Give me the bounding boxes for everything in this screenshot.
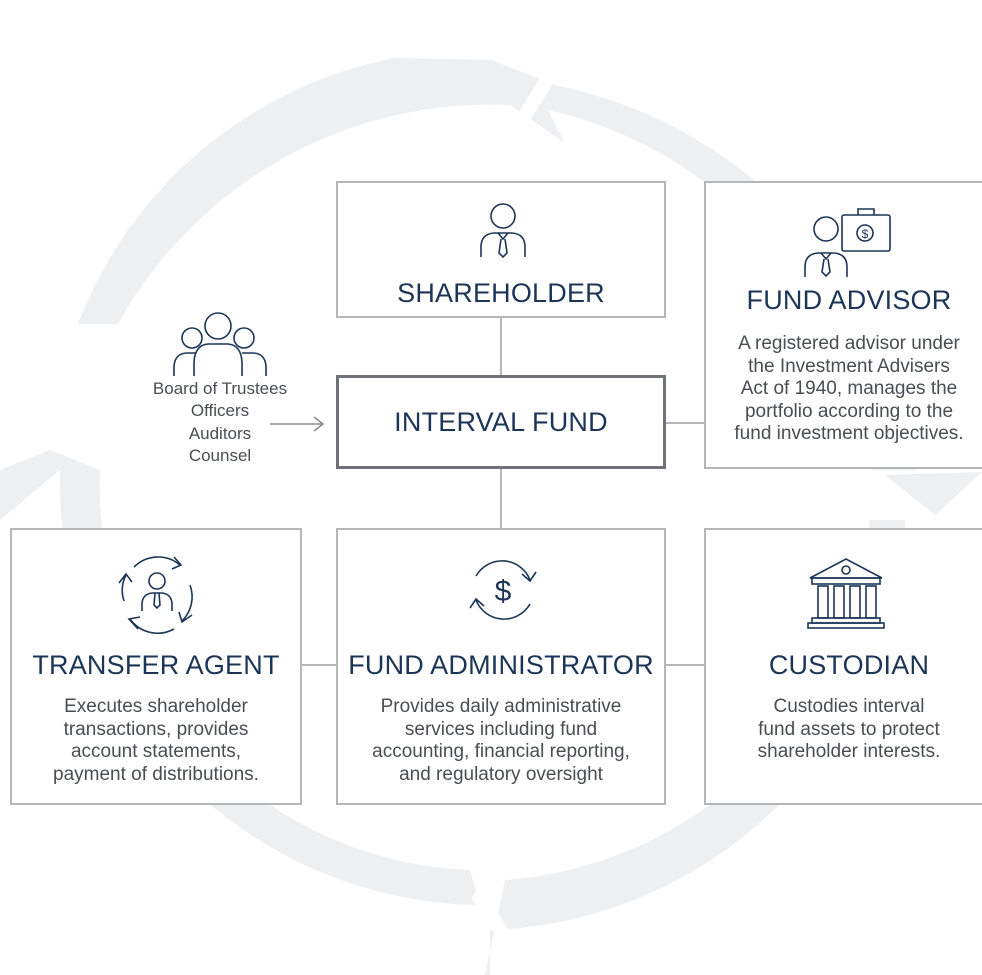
board-item: Board of Trustees	[152, 379, 288, 398]
transfer-agent-title: TRANSFER AGENT	[32, 650, 280, 680]
connector-transfer-administrator	[300, 664, 340, 666]
connector-administrator-custodian	[666, 664, 706, 666]
svg-text:$: $	[862, 227, 869, 241]
board-list: Board of Trustees Officers Auditors Coun…	[120, 378, 320, 467]
connector-center-administrator	[500, 468, 502, 528]
shareholder-box: SHAREHOLDER	[336, 181, 666, 318]
transfer-agent-description: Executes shareholder transactions, provi…	[53, 696, 259, 785]
custodian-box: CUSTODIAN Custodies interval fund assets…	[704, 528, 982, 805]
fund-administrator-title: FUND ADMINISTRATOR	[348, 650, 654, 680]
interval-fund-box: INTERVAL FUND	[336, 375, 666, 469]
connector-shareholder-center	[500, 316, 502, 376]
transfer-agent-box: TRANSFER AGENT Executes shareholder tran…	[10, 528, 302, 805]
fund-advisor-description: A registered advisor under the Investmen…	[734, 333, 964, 444]
group-people-icon	[173, 312, 267, 376]
person-tie-icon	[480, 203, 526, 259]
person-cycle-arrows-icon	[118, 556, 193, 634]
custodian-description: Custodies interval fund assets to protec…	[757, 696, 941, 762]
bank-building-icon	[807, 558, 885, 629]
fund-administrator-box: $ FUND ADMINISTRATOR Provides daily admi…	[336, 528, 666, 805]
fund-administrator-description: Provides daily administrative services i…	[372, 696, 630, 785]
connector-center-advisor	[666, 422, 706, 424]
board-arrow-icon	[270, 416, 325, 432]
board-item: Auditors	[188, 423, 252, 443]
fund-advisor-title: FUND ADVISOR	[746, 285, 952, 315]
dollar-cycle-arrows-icon: $	[469, 560, 537, 620]
custodian-title: CUSTODIAN	[768, 650, 930, 680]
board-item: Officers	[190, 401, 250, 421]
svg-text:$: $	[495, 575, 512, 608]
shareholder-title: SHAREHOLDER	[397, 278, 605, 308]
interval-fund-title: INTERVAL FUND	[394, 407, 608, 437]
board-item: Counsel	[188, 445, 252, 465]
person-briefcase-dollar-icon: $	[804, 208, 891, 278]
fund-advisor-box: $ FUND ADVISOR A registered advisor unde…	[704, 181, 982, 469]
